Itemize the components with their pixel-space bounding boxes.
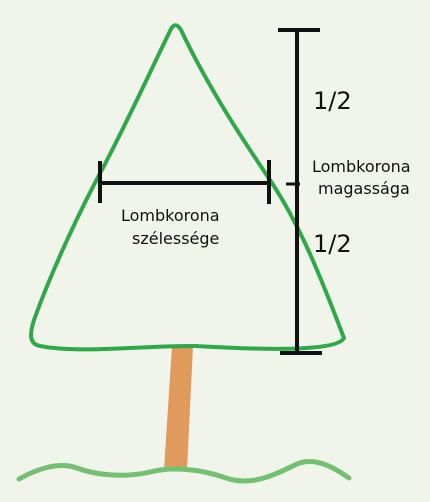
crown-width-label-line1: Lombkorona [121,206,220,225]
crown-width-label-line2: szélessége [132,229,219,248]
half-bottom-label: 1/2 [313,230,352,258]
crown-height-label-line1: Lombkorona [312,157,411,176]
crown-height-label-line2: magassága [318,179,410,198]
tree-trunk [164,345,193,471]
ground-line [16,459,352,484]
half-top-label: 1/2 [313,87,352,115]
tree-crown-outline [29,23,346,352]
